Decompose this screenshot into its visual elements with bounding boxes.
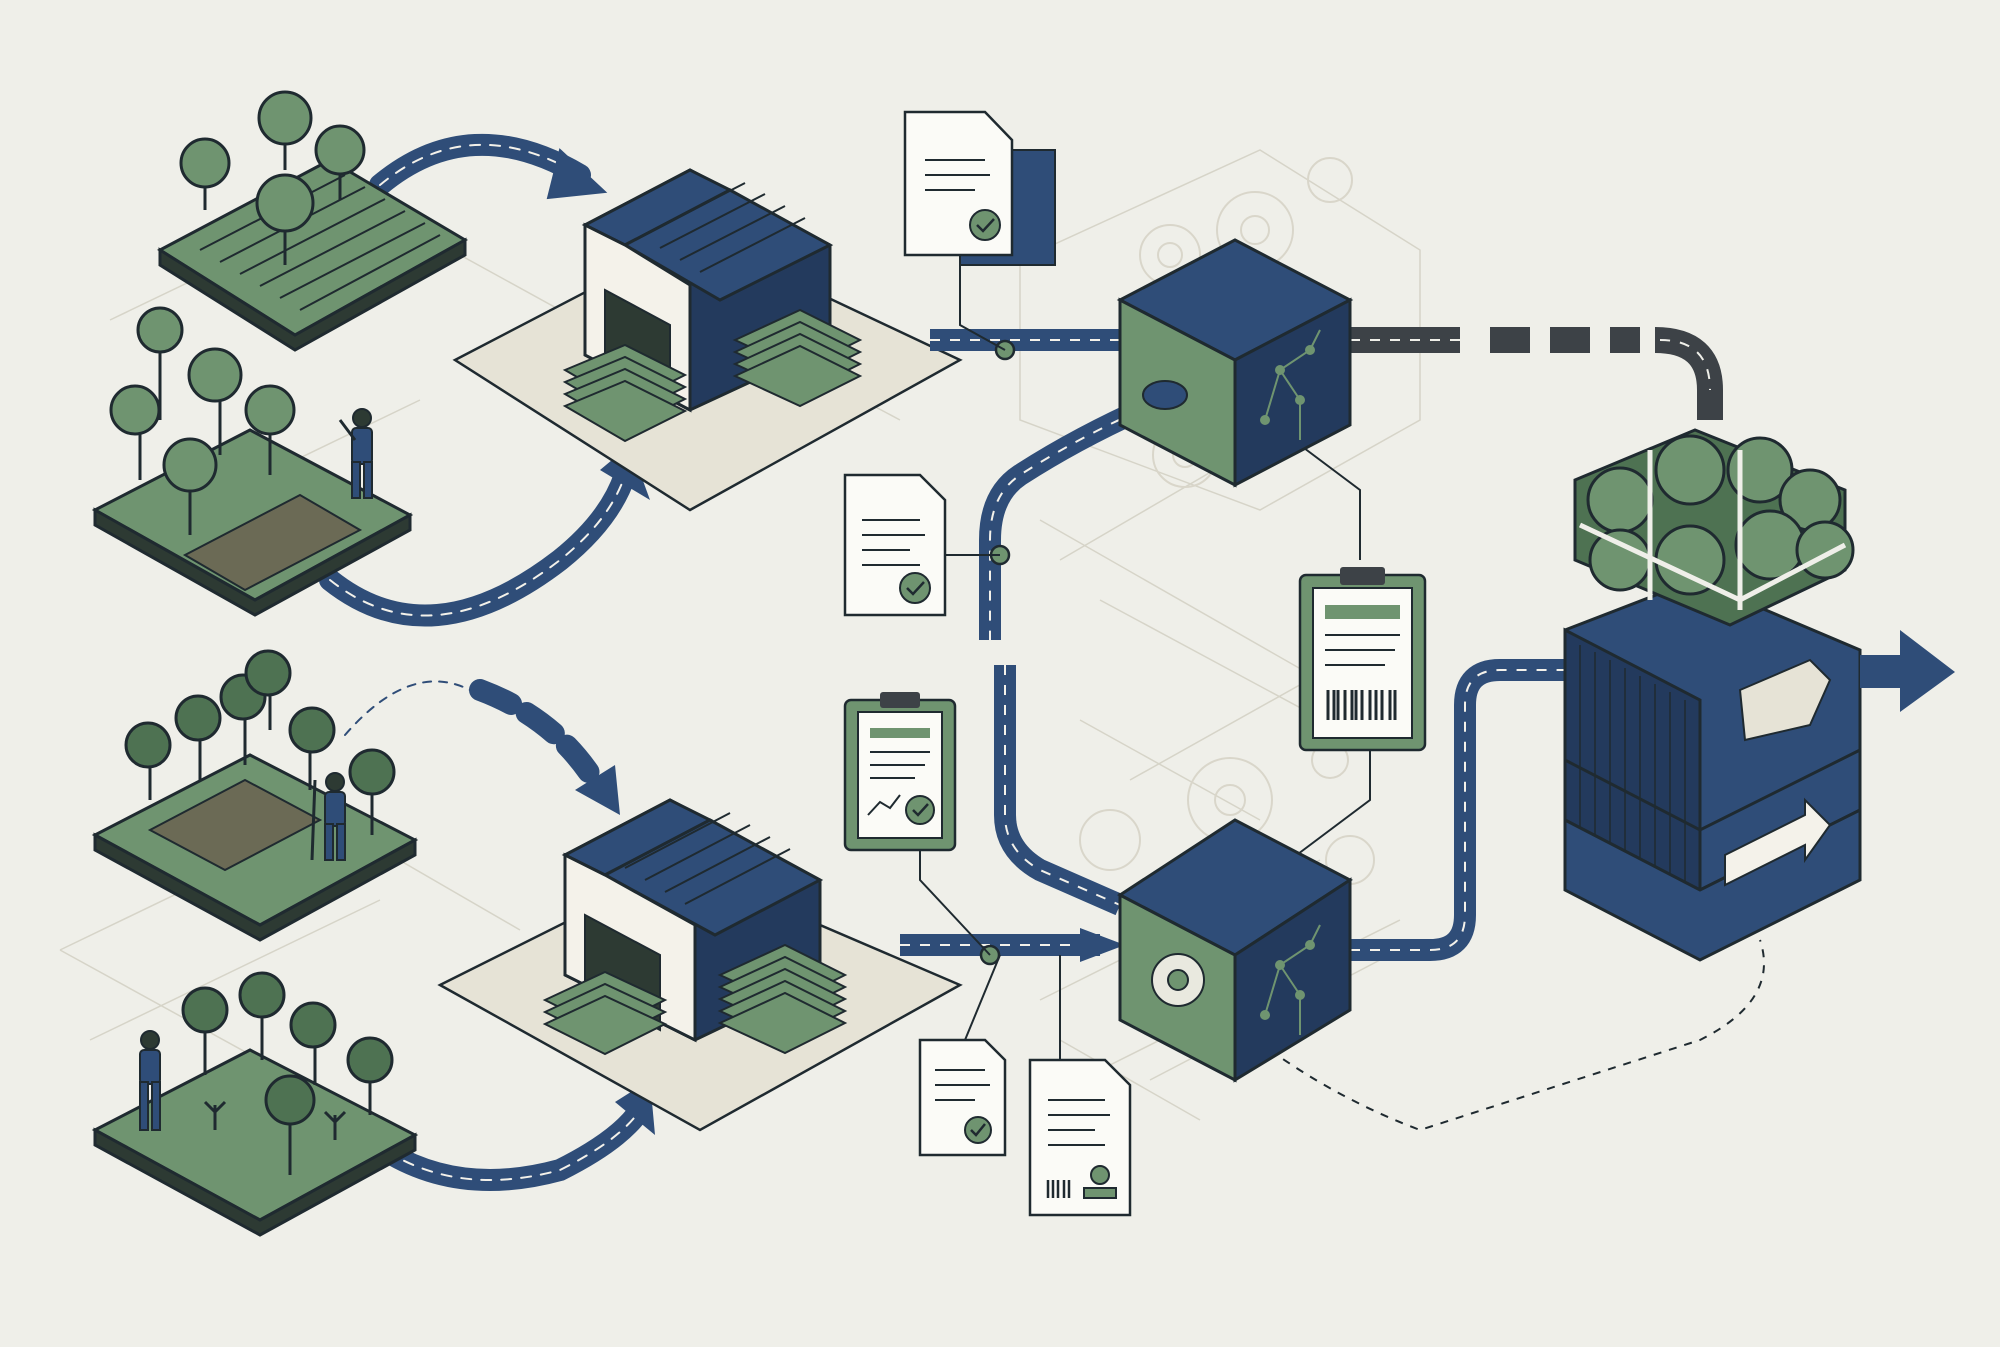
processing-cube-2 — [1117, 818, 1353, 1083]
stamp-icon — [1083, 1165, 1117, 1199]
flow-arrow-plot3-warehouse2 — [469, 679, 611, 801]
farm-plot-4 — [91, 971, 419, 1237]
chart-icon — [867, 794, 901, 816]
barcode-icon — [1326, 690, 1397, 720]
doc-approved-1 — [903, 110, 1056, 266]
worker-icon — [310, 772, 346, 861]
check-icon — [905, 795, 935, 825]
farm-plot-3 — [91, 649, 419, 942]
collection-warehouse-1 — [452, 168, 963, 512]
tree-icon — [179, 90, 366, 265]
export-container-stack — [1563, 428, 1955, 962]
farm-plot-1 — [157, 90, 469, 352]
connector-lines — [919, 265, 1371, 1060]
worker-icon — [139, 1030, 161, 1131]
check-icon — [899, 572, 931, 604]
route-nodes — [979, 339, 1016, 966]
farm-plot-2 — [91, 306, 414, 617]
doc-approved-2 — [843, 473, 947, 617]
collection-warehouse-2 — [437, 798, 963, 1132]
baled-cargo — [1573, 428, 1855, 627]
doc-certificate — [1028, 1058, 1132, 1217]
clipboard-barcode — [1298, 567, 1427, 752]
barcode-icon — [1046, 1180, 1071, 1198]
warehouse-icon — [562, 168, 863, 443]
clipboard-report — [843, 692, 957, 852]
doc-approved-3 — [918, 1038, 1007, 1157]
gear-icon — [1151, 953, 1205, 1007]
flow-arrows — [319, 133, 655, 1191]
flow-arrow-plot1-warehouse1 — [369, 133, 591, 196]
warehouse-icon — [542, 798, 848, 1056]
check-icon — [969, 209, 1001, 241]
container-icon — [1563, 578, 1862, 962]
worker-icon — [338, 408, 373, 499]
check-icon — [964, 1116, 992, 1144]
arrow-into-processing-2 — [1080, 928, 1125, 962]
export-arrow-icon — [1860, 630, 1955, 712]
processing-cube-1 — [1116, 238, 1354, 488]
